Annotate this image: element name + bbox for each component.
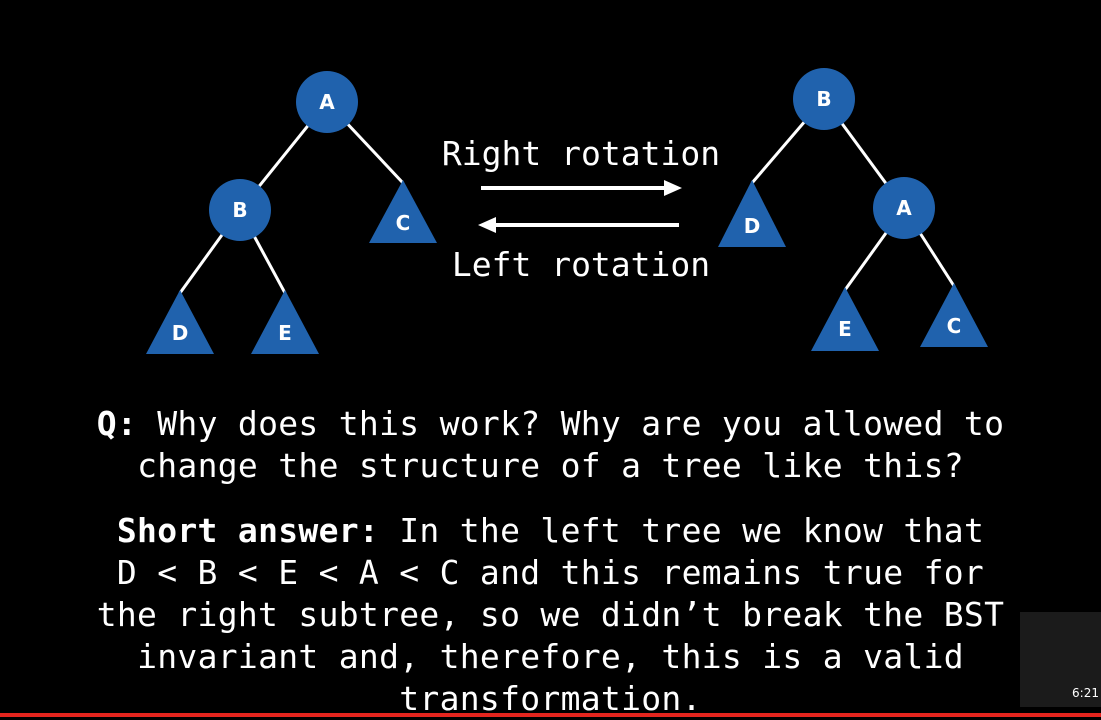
left-tree: A B C D E xyxy=(146,71,437,354)
tree-rotation-diagram: A B C D E Right rotation Left rotation B… xyxy=(146,68,988,354)
right-subtree-e-label: E xyxy=(838,317,852,341)
left-subtree-e-label: E xyxy=(278,321,292,345)
right-node-b-label: B xyxy=(816,87,831,111)
left-subtree-d-label: D xyxy=(172,321,189,345)
left-subtree-e xyxy=(251,290,319,354)
question-line-2: change the structure of a tree like this… xyxy=(137,446,964,485)
left-subtree-d xyxy=(146,290,214,354)
left-arrow-head-icon xyxy=(478,217,496,233)
answer-line-3: the right subtree, so we didn’t break th… xyxy=(96,595,1005,634)
right-subtree-d-label: D xyxy=(744,214,761,238)
right-subtree-e xyxy=(811,287,879,351)
right-node-b xyxy=(793,68,855,130)
answer-text: Short answer: In the left tree we know t… xyxy=(0,510,1101,720)
right-subtree-c xyxy=(920,283,988,347)
left-rotation-label: Left rotation xyxy=(452,245,710,284)
right-rotation-label: Right rotation xyxy=(442,134,720,173)
answer-line-1-text: In the left tree we know that xyxy=(379,511,985,550)
right-arrow-head-icon xyxy=(664,180,682,196)
left-node-b-label: B xyxy=(232,198,247,222)
question-text: Q: Why does this work? Why are you allow… xyxy=(0,403,1101,487)
rotation-arrows: Right rotation Left rotation xyxy=(442,134,720,284)
right-subtree-d xyxy=(718,180,786,247)
question-line-1: Q: Why does this work? Why are you allow… xyxy=(0,403,1101,445)
question-line-1-text: Why does this work? Why are you allowed … xyxy=(137,404,1005,443)
answer-line-2: D < B < E < A < C and this remains true … xyxy=(116,553,985,592)
answer-line-5: transformation. xyxy=(399,679,702,718)
answer-line-1: Short answer: In the left tree we know t… xyxy=(0,510,1101,552)
answer-line-4: invariant and, therefore, this is a vali… xyxy=(137,637,964,676)
right-subtree-c-label: C xyxy=(947,314,962,338)
left-node-a-label: A xyxy=(319,90,335,114)
video-progress-bar[interactable] xyxy=(0,713,1101,717)
answer-prefix: Short answer: xyxy=(116,511,380,550)
right-tree: B A D E C xyxy=(718,68,988,351)
left-subtree-c-label: C xyxy=(396,211,411,235)
left-subtree-c xyxy=(369,180,437,243)
right-node-a-label: A xyxy=(896,196,912,220)
left-node-b xyxy=(209,179,271,241)
right-node-a xyxy=(873,177,935,239)
question-prefix: Q: xyxy=(96,404,138,443)
video-thumbnail-preview[interactable] xyxy=(1020,612,1101,707)
left-node-a xyxy=(296,71,358,133)
video-timestamp: 6:21 xyxy=(1072,686,1099,700)
